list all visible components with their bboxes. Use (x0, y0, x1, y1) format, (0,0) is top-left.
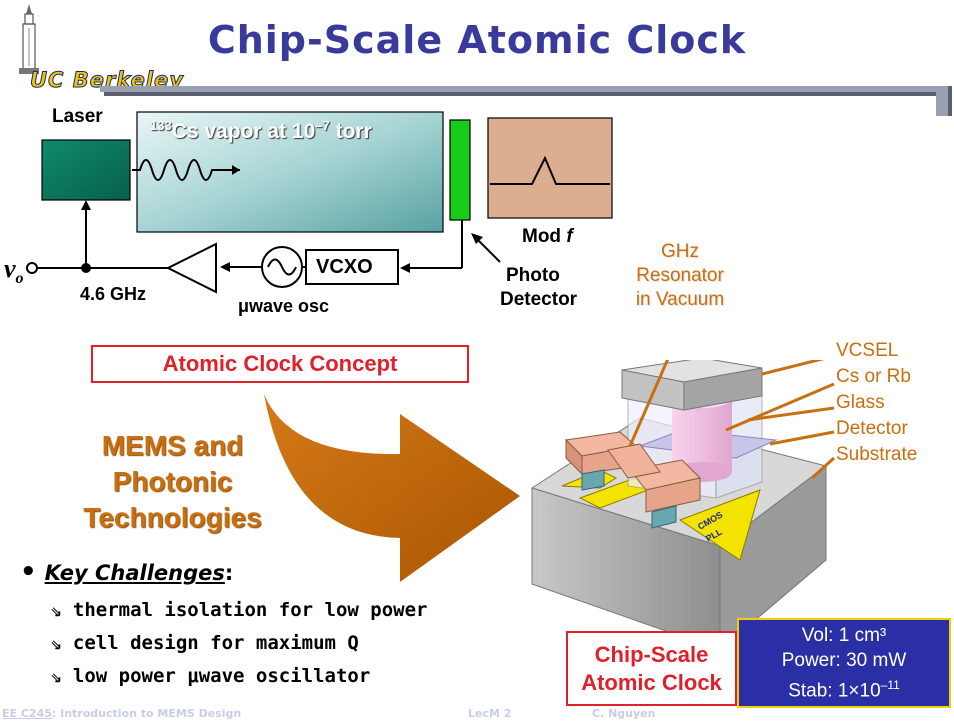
vcxo-label: VCXO (316, 256, 373, 278)
output-v: v (4, 254, 16, 283)
spec-stab: Stab: 1×10–11 (739, 673, 949, 703)
photo-detector-label: Photo Detector (500, 264, 577, 312)
chip-scale-clock-diagram: CMOS PLL (530, 360, 836, 652)
mod-text: Mod (522, 226, 562, 247)
mems-line-1: MEMS and (101, 430, 244, 461)
spec-stab-prefix: Stab: 1×10 (788, 680, 881, 702)
key-challenges-title: Key Challenges (44, 561, 225, 585)
challenge-text: cell design for maximum Q (72, 632, 359, 654)
campanile-logo-icon (19, 4, 39, 74)
vapor-text: Cs vapor at 10 (171, 120, 316, 143)
vapor-cell-label: 133Cs vapor at 10–7 torr (150, 118, 372, 144)
footer-course-title: : Introduction to MEMS Design (51, 707, 242, 720)
spec-power: Power: 30 mW (781, 649, 907, 671)
spec-vol: Vol: 1 cm³ (801, 624, 887, 646)
frequency-label: 4.6 GHz (80, 284, 147, 304)
photodetector-bar (449, 119, 471, 221)
resonator-line-1: GHz (661, 241, 699, 262)
laser-beam (132, 159, 240, 181)
footer-course-code[interactable]: EE C245 (2, 707, 52, 720)
mems-line-2: Photonic (112, 466, 233, 497)
glass-label: Glass (836, 392, 885, 413)
challenge-item: ⇘ cell design for maximum Q (50, 632, 359, 654)
vapor-exponent: –7 (315, 118, 330, 133)
bullet-icon: • (20, 557, 37, 587)
mod-symbol: f (566, 226, 573, 247)
detector-label: Detector (500, 289, 578, 310)
cs-rb-label: Cs or Rb (836, 366, 911, 387)
challenge-item: ⇘ low power μwave oscillator (50, 665, 371, 687)
amplifier-symbol (165, 242, 217, 294)
vapor-unit: torr (329, 120, 372, 143)
laser-label: Laser (52, 106, 103, 127)
substrate-label: Substrate (836, 444, 918, 465)
challenge-item: ⇘ thermal isolation for low power (50, 599, 428, 621)
vcxo-box (305, 249, 399, 285)
footer-course: EE C245: Introduction to MEMS Design (2, 707, 241, 726)
resonator-line-2: Resonator (636, 265, 724, 286)
challenge-text: low power μwave oscillator (72, 665, 371, 687)
header-bar (100, 86, 946, 92)
page-title: Chip-Scale Atomic Clock (207, 18, 747, 62)
mems-photonic-label: MEMS and Photonic Technologies (50, 428, 295, 536)
atomic-clock-concept-diagram (26, 111, 613, 294)
big-orange-arrow-icon (264, 394, 520, 582)
footer-author: C. Nguyen (592, 707, 656, 720)
output-sub: o (15, 270, 24, 288)
uwave-osc-label: μwave osc (238, 296, 330, 316)
csac-line-2: Atomic Clock (581, 669, 722, 695)
resonator-label: GHz Resonator in Vacuum (600, 240, 760, 312)
spec-box: Vol: 1 cm³ Power: 30 mW Stab: 1×10–11 (737, 618, 951, 708)
vapor-isotope: 133 (150, 118, 172, 133)
key-challenges-colon: : (224, 561, 234, 585)
output-label: vo (4, 254, 24, 288)
challenge-text: thermal isolation for low power (72, 599, 428, 621)
resonator-line-3: in Vacuum (635, 289, 725, 310)
header-bar-shadow (104, 92, 950, 96)
csac-line-1: Chip-Scale (594, 641, 709, 667)
mod-f-label: Mod f (522, 226, 573, 248)
key-challenges-heading: • Key Challenges: (20, 557, 233, 587)
chip-scale-atomic-clock-box: Chip-Scale Atomic Clock (566, 631, 737, 706)
vcsel-label: VCSEL (836, 340, 899, 361)
spec-stab-exp: –11 (880, 677, 900, 692)
photo-label: Photo (506, 265, 560, 286)
concept-label-box: Atomic Clock Concept (91, 345, 469, 383)
mems-line-3: Technologies (83, 502, 262, 533)
header-bar-end (936, 86, 952, 116)
laser-block (41, 139, 131, 201)
footer-lecture: LecM 2 (468, 707, 512, 720)
detector-label-chip: Detector (836, 418, 908, 439)
